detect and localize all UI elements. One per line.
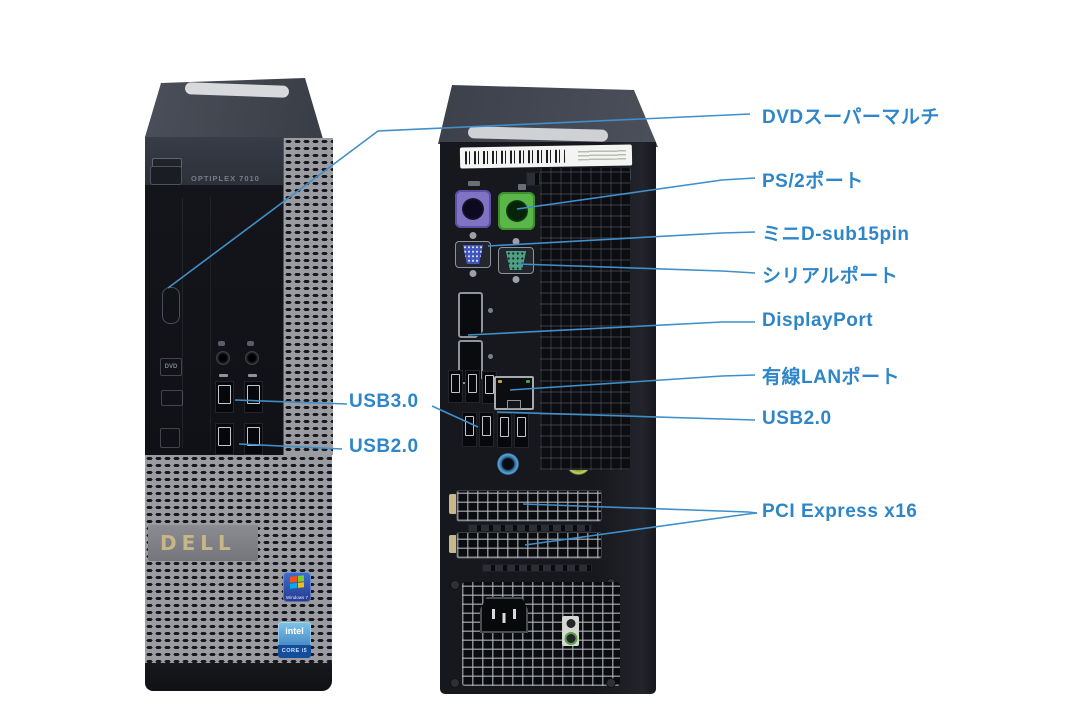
barcode-icon (464, 149, 566, 165)
screw-icon (606, 678, 616, 688)
rear-usb2-port-icon (497, 413, 512, 448)
rear-usb3-port-icon (462, 412, 477, 447)
line-in-jack-icon (497, 453, 519, 475)
intel-model-label: CORE i5 (278, 645, 311, 658)
label-wired-lan-port: 有線LANポート (762, 367, 901, 388)
windows7-sticker: Windows 7 (283, 572, 311, 602)
front-usb3-port-icon (244, 381, 263, 413)
front-headphone-jack-icon (245, 351, 259, 365)
label-usb20-front: USB2.0 (349, 436, 419, 457)
usb3-ss-mark (219, 374, 228, 377)
rear-usb2-port-icon (465, 370, 480, 403)
usb3-ss-mark (248, 374, 257, 377)
front-usb2-port-icon (215, 423, 234, 455)
rear-vent-row (468, 524, 592, 532)
headphone-icon (247, 341, 254, 346)
lan-port-icon (494, 376, 534, 410)
front-mic-jack-icon (216, 351, 230, 365)
eject-button-icon (162, 287, 180, 324)
ps2-keyboard-port-icon (455, 190, 491, 228)
rear-vent-grille (540, 168, 630, 470)
serial-port-icon (496, 238, 536, 283)
slot-latch (449, 535, 457, 553)
windows-flag-icon (290, 575, 304, 589)
label-ps2-port: PS/2ポート (762, 171, 864, 192)
pci-slot-cover (456, 490, 602, 522)
slot-latch (449, 494, 457, 514)
dell-logo: DELL (148, 525, 258, 561)
keyboard-icon (468, 181, 480, 186)
screw-icon (488, 354, 493, 359)
front-usb3-port-icon (215, 381, 234, 413)
intel-core-i5-sticker: intel CORE i5 (278, 622, 311, 658)
pci-slot-cover (456, 532, 602, 559)
handle-slot-icon (184, 82, 290, 98)
screw-icon (450, 580, 460, 590)
intel-logo: intel (285, 626, 304, 636)
panel-seam (210, 196, 211, 451)
label-mini-dsub-15pin: ミニD-sub15pin (762, 224, 910, 245)
dvd-logo-icon: DVD (160, 358, 182, 376)
mouse-icon (518, 184, 526, 190)
voltage-module (562, 616, 579, 646)
back-tower (438, 80, 660, 695)
displayport-icon (458, 292, 483, 338)
rear-usb2-port-icon (514, 413, 529, 448)
power-button-icon (150, 166, 182, 185)
panel-seam (182, 198, 183, 448)
rear-usb2-port-icon (448, 370, 463, 403)
label-serial-port: シリアルポート (762, 266, 899, 287)
recordable-logo-icon (161, 390, 183, 406)
power-inlet-icon (480, 597, 528, 633)
label-dvd-super-multi: DVDスーパーマルチ (762, 107, 940, 128)
model-text: OPTIPLEX 7010 (191, 174, 260, 183)
mic-icon (218, 341, 225, 346)
service-tag-sticker (459, 144, 633, 169)
windows7-sticker-label: Windows 7 (285, 595, 308, 600)
front-usb2-port-icon (244, 423, 263, 455)
psu-grille (462, 582, 620, 686)
front-side-vent-grille (283, 138, 333, 455)
vga-port-icon (453, 232, 493, 277)
sticker-fine-print (577, 149, 627, 161)
rear-usb3-port-icon (479, 412, 494, 447)
label-displayport: DisplayPort (762, 310, 874, 331)
ps2-mouse-port-icon (498, 192, 535, 230)
front-tower-base (145, 663, 332, 691)
front-tower-top (145, 78, 323, 139)
rear-vent-row (482, 564, 592, 572)
screw-icon (450, 678, 460, 688)
label-usb30-front: USB3.0 (349, 391, 419, 412)
label-usb20-rear: USB2.0 (762, 408, 832, 429)
front-tower: OPTIPLEX 7010 DVD DELL Windows 7 i (145, 78, 333, 691)
label-pci-express-x16: PCI Express x16 (762, 501, 918, 522)
screw-icon (488, 308, 493, 313)
disc-emblem-icon (160, 428, 180, 448)
